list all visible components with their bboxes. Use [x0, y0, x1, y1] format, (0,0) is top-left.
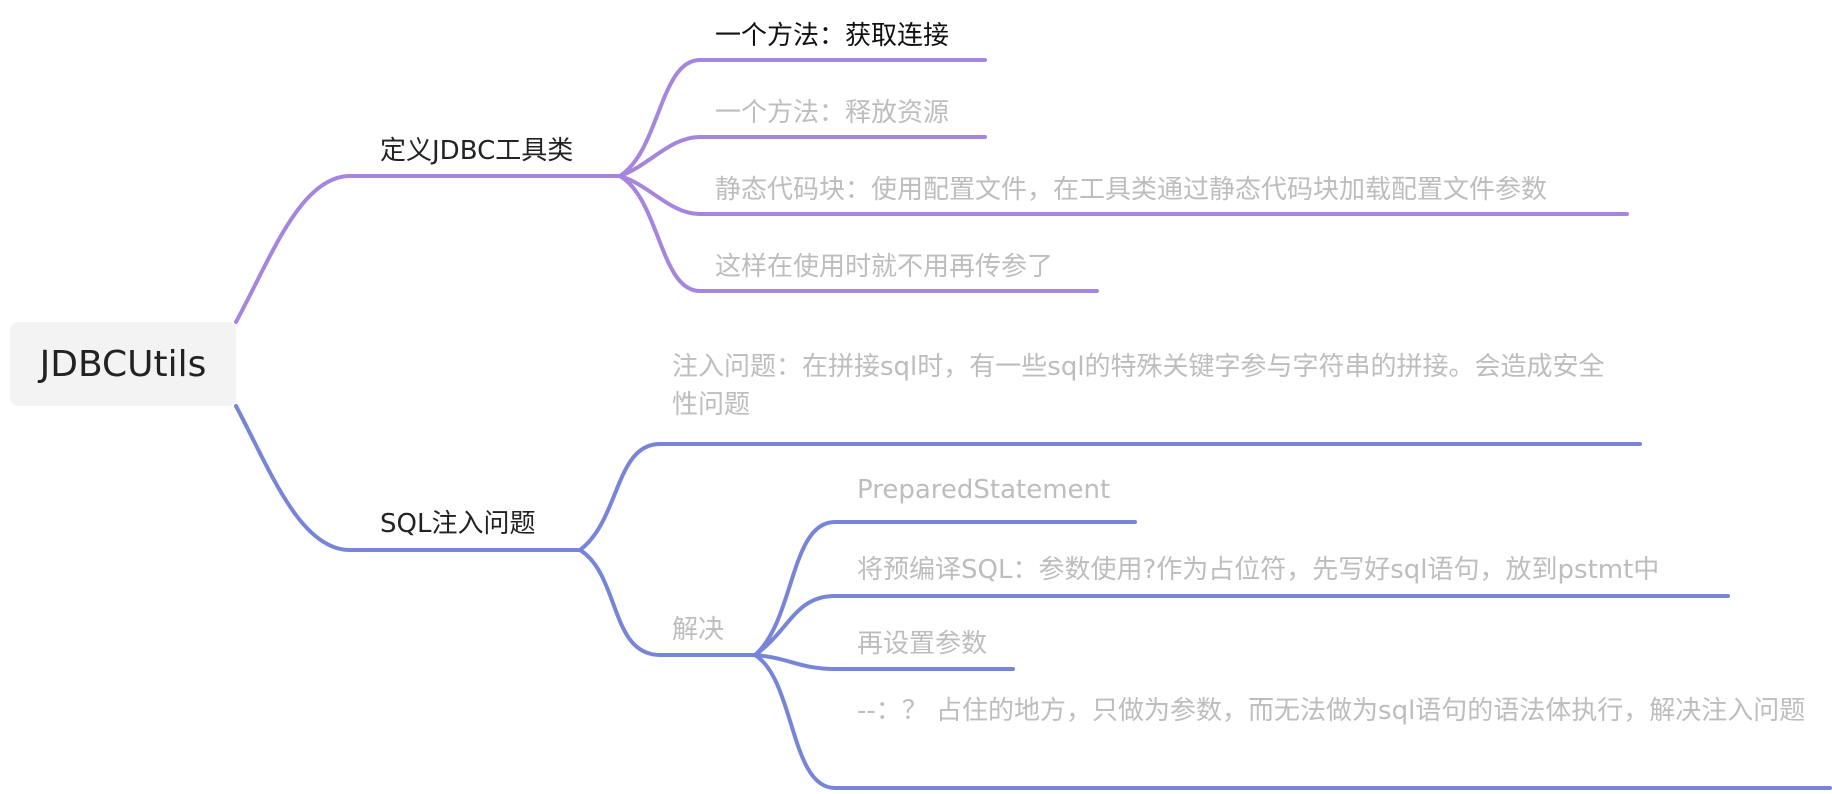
leaf-release-resources[interactable]: 一个方法：释放资源 [715, 98, 950, 128]
leaf-set-params[interactable]: 再设置参数 [857, 629, 988, 659]
connector-solve-leaf1 [753, 520, 1137, 657]
connector-b1-leaf1 [618, 58, 987, 178]
branch-define-jdbc-utils[interactable]: 定义JDBC工具类 [380, 136, 574, 166]
connector-solve-leaf2 [753, 594, 1730, 657]
leaf-placeholder-explanation[interactable]: --：？ 占住的地方，只做为参数，而无法做为sql语句的语法体执行，解决注入问题 [857, 696, 1806, 726]
leaf-solution[interactable]: 解决 [672, 615, 725, 645]
leaf-static-block[interactable]: 静态代码块：使用配置文件，在工具类通过静态代码块加载配置文件参数 [715, 175, 1548, 205]
leaf-precompile-sql[interactable]: 将预编译SQL：参数使用?作为占位符，先写好sql语句，放到pstmt中 [857, 555, 1660, 585]
leaf-prepared-statement[interactable]: PreparedStatement [857, 475, 1111, 505]
leaf-get-connection[interactable]: 一个方法：获取连接 [715, 21, 950, 51]
connector-b1-leaf4 [618, 174, 1099, 293]
branch-sql-injection[interactable]: SQL注入问题 [380, 509, 536, 539]
connector-b1-leaf2 [618, 135, 987, 178]
leaf-no-params[interactable]: 这样在使用时就不用再传参了 [715, 252, 1054, 282]
connector-b2-leaf1 [578, 442, 1642, 552]
connector-solve-leaf4 [753, 653, 1832, 790]
connector-solve-leaf3 [753, 653, 1015, 671]
connector-b2-solve [578, 548, 757, 657]
leaf-injection-problem[interactable]: 注入问题：在拼接sql时，有一些sql的特殊关键字参与字符串的拼接。会造成安全性… [672, 352, 1605, 420]
connector-b1-leaf3 [618, 174, 1629, 216]
connector-root-branch1 [234, 174, 622, 324]
root-node[interactable]: JDBCUtils [10, 322, 236, 406]
connector-root-branch2 [234, 404, 582, 552]
